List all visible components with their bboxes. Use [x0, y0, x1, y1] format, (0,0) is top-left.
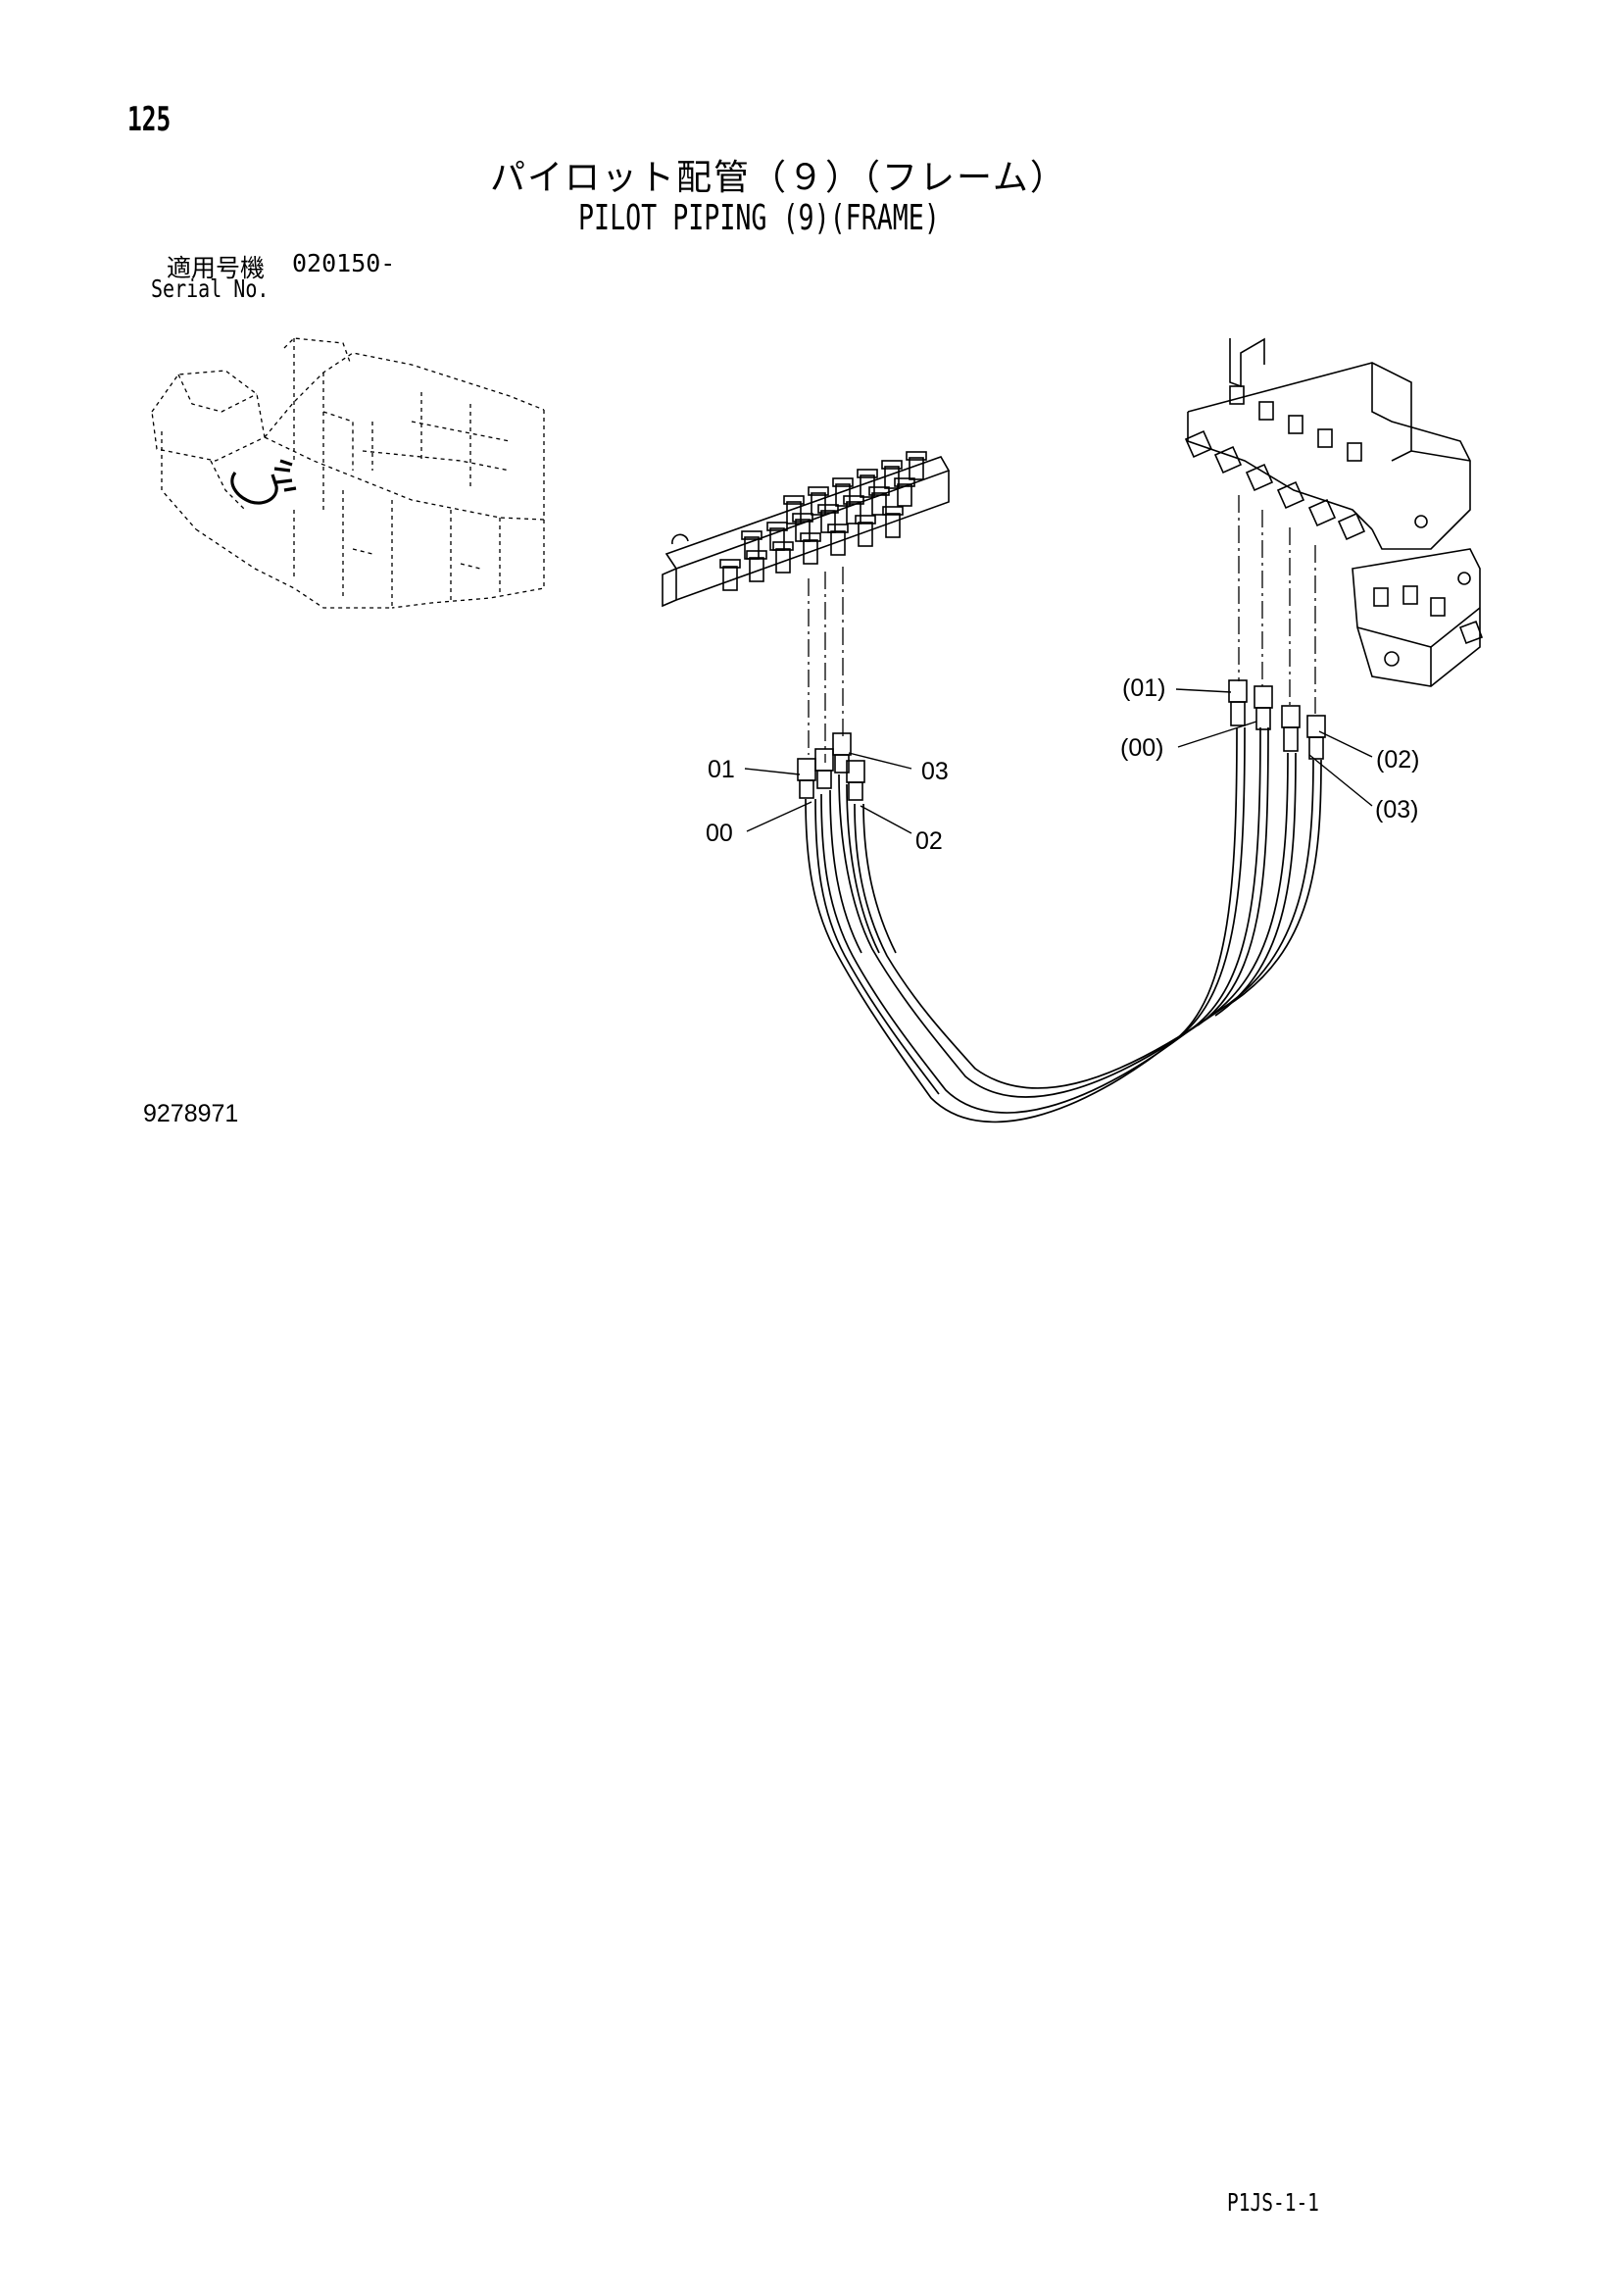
figure-id: 9278971 [143, 1100, 239, 1127]
serial-label-english: Serial No. [151, 275, 270, 303]
callout-02-paren: (02) [1376, 746, 1419, 774]
callout-01: 01 [708, 756, 735, 783]
serial-label-japanese: 適用号機 [167, 254, 266, 282]
page-number: 125 [127, 100, 172, 139]
footer-code: P1JS-1-1 [1227, 2188, 1319, 2217]
pilot-hoses [805, 726, 1322, 1123]
callout-03-paren: (03) [1375, 796, 1418, 824]
callout-01-paren: (01) [1122, 674, 1165, 702]
highlighted-pipe-icon [230, 459, 297, 505]
callout-03: 03 [921, 758, 949, 785]
callout-00: 00 [706, 820, 733, 847]
right-valve-manifold [1187, 337, 1481, 687]
hose-end-fittings [797, 679, 1326, 801]
callout-00-paren: (00) [1120, 734, 1163, 762]
left-valve-fittings [719, 451, 927, 591]
callout-leaders [744, 688, 1373, 834]
alignment-lines [808, 495, 1316, 763]
machine-overview-thumbnail [151, 337, 545, 609]
right-valve-fittings [1184, 385, 1484, 667]
page-title-english: PILOT PIPING (9)(FRAME) [578, 198, 940, 238]
callout-02: 02 [915, 827, 943, 855]
page-title-japanese: パイロット配管（９）（フレーム） [490, 158, 1067, 198]
serial-number: 020150- [292, 249, 396, 277]
